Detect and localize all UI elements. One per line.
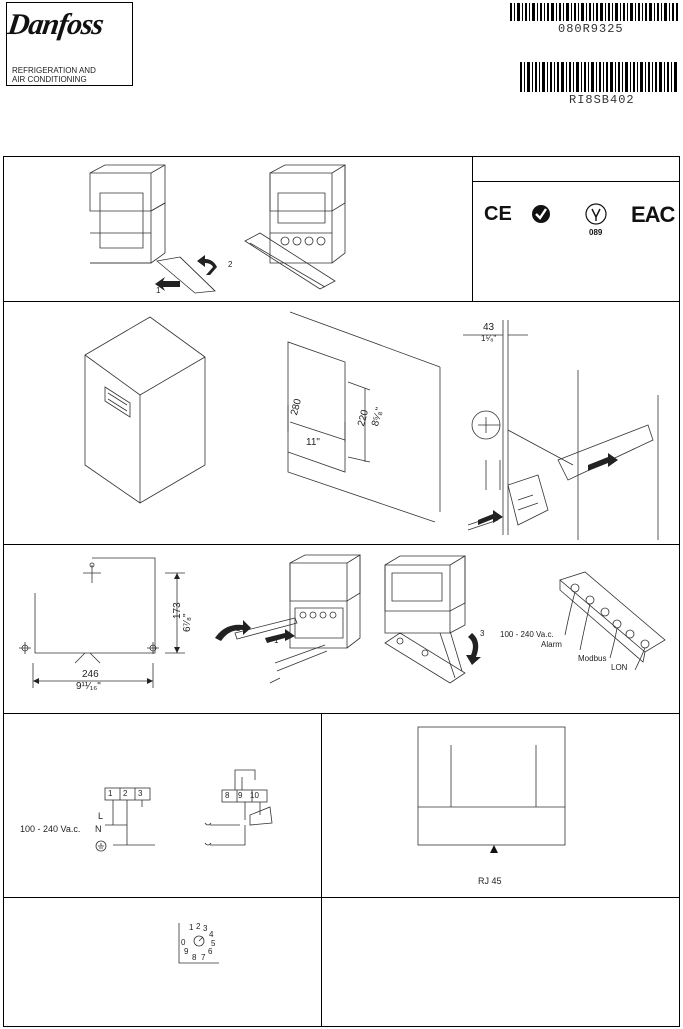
switch-pos-8: 8 (192, 953, 197, 962)
s3-alarm-label: Alarm (541, 640, 562, 649)
n-label: N (95, 824, 102, 834)
s3-width-in: 9¹¹⁄₁₆" (76, 681, 101, 692)
s3-width-mm: 246 (82, 669, 99, 680)
switch-pos-4: 4 (209, 930, 214, 939)
s3-height-mm: 173 (172, 602, 183, 619)
switch-pos-7: 7 (201, 953, 206, 962)
terminal-board-illustration (559, 571, 666, 671)
s2-width-in: 11" (306, 437, 320, 448)
s2-depth-mm: 43 (483, 322, 495, 333)
address-switch-diagram (178, 923, 219, 964)
terminal-3: 3 (138, 789, 143, 798)
s3-height-in: 6⁷⁄₈" (182, 613, 193, 632)
tagline-line1: REFRIGERATION AND (12, 66, 96, 75)
s3-step1-label: 1 (274, 636, 279, 645)
s1-step2-label: 2 (228, 260, 233, 269)
rj45-label: RJ 45 (478, 876, 502, 886)
divider-v1 (472, 156, 473, 301)
divider-1 (3, 301, 680, 302)
device-opened-illustration (384, 555, 481, 684)
screw-detail-illustration (463, 320, 659, 540)
s3-supply-label: 100 - 240 Va.c. (500, 630, 554, 639)
alarm-relay-diagram (204, 769, 273, 846)
barcode-top (510, 3, 678, 21)
switch-pos-9: 9 (184, 947, 189, 956)
supply-wiring-diagram (104, 787, 155, 846)
s3-modbus-label: Modbus (578, 654, 607, 663)
danfoss-logo: Danfoss (5, 8, 106, 41)
switch-pos-5: 5 (211, 939, 216, 948)
terminal-8: 8 (225, 791, 230, 800)
cert-check-icon (532, 205, 550, 223)
device-open-illustration (244, 164, 346, 290)
terminal-10: 10 (250, 791, 259, 800)
switch-pos-2: 2 (196, 922, 201, 931)
switch-pos-0: 0 (181, 938, 186, 947)
terminal-1: 1 (108, 789, 113, 798)
s3-lon-label: LON (611, 663, 628, 672)
cover-removal-illustration (215, 554, 361, 684)
divider-4 (3, 897, 680, 898)
instruction-frame (3, 156, 680, 1027)
switch-pos-6: 6 (208, 947, 213, 956)
s3-step3-label: 3 (480, 629, 485, 638)
tagline: REFRIGERATION AND AIR CONDITIONING (12, 66, 96, 84)
ul-mark-icon (585, 203, 607, 225)
divider-3 (3, 713, 680, 714)
eac-mark: EAC (631, 202, 675, 227)
wall-template-illustration (84, 316, 206, 504)
doc-number: RI8SB402 (569, 93, 635, 107)
l-label: L (98, 811, 104, 821)
hole-pattern-illustration (19, 557, 185, 688)
terminal-9: 9 (238, 791, 243, 800)
code-number: 080R9325 (558, 22, 624, 36)
switch-pos-1: 1 (189, 923, 194, 932)
s3-step2-label: 2 (236, 624, 241, 633)
barcode-bottom (520, 62, 677, 92)
ce-mark: CE (484, 203, 512, 225)
tagline-line2: AIR CONDITIONING (12, 75, 87, 84)
device-front-illustration (89, 164, 217, 294)
s2-depth-in: 1⁵⁄₈" (481, 334, 497, 343)
divider-v2 (321, 713, 322, 1027)
switch-pos-3: 3 (203, 924, 208, 933)
divider-2 (3, 544, 680, 545)
logo-box (6, 2, 133, 86)
s1-step1-label: 1 (156, 286, 161, 295)
ground-icon (95, 840, 107, 852)
rj45-front-diagram (417, 726, 566, 853)
terminal-2: 2 (123, 789, 128, 798)
cert-header-line (472, 181, 680, 182)
wall-cutout-illustration (287, 311, 441, 523)
ul-number: 089 (589, 228, 603, 237)
s4-supply-label: 100 - 240 Va.c. (20, 824, 81, 834)
